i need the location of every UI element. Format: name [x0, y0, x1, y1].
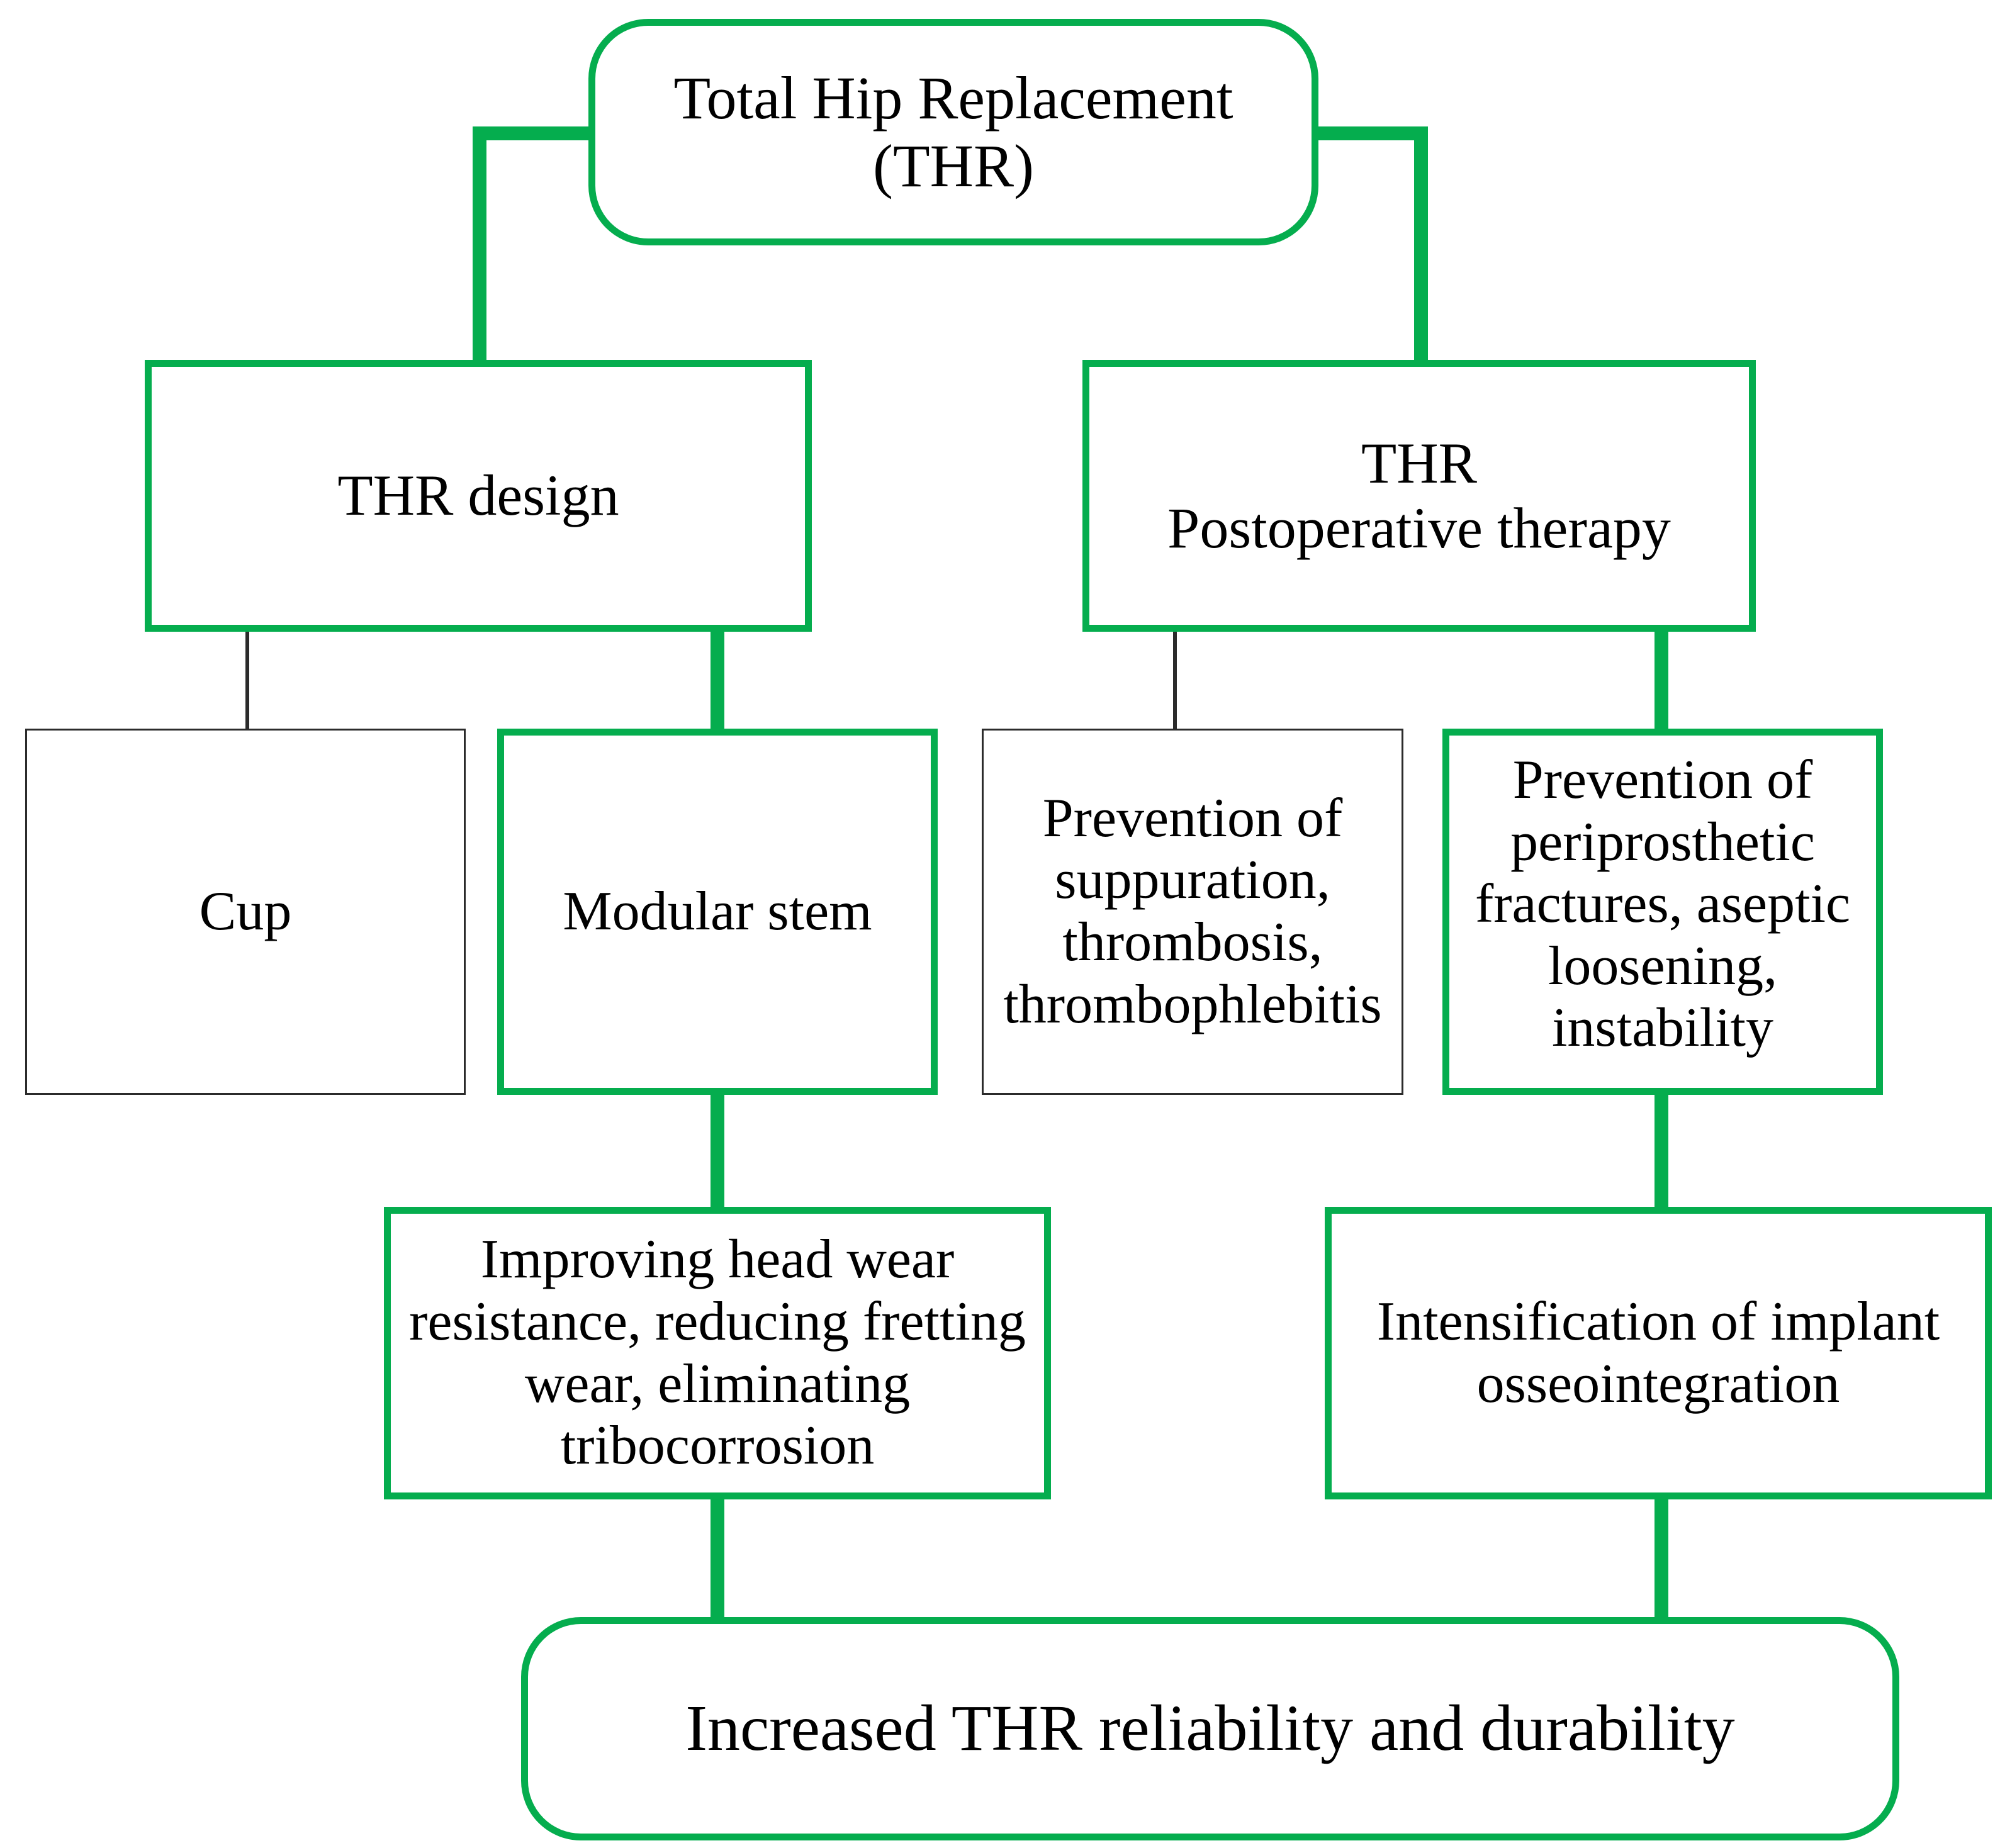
node-prevention-periprosthetic[interactable]: Prevention of periprosthetic fractures, … [1442, 729, 1883, 1095]
node-thr-design-label: THR design [337, 463, 619, 528]
node-thr-design[interactable]: THR design [145, 360, 812, 632]
node-prevention-suppuration[interactable]: Prevention of suppuration, thrombosis, t… [982, 729, 1403, 1095]
node-prevention-periprosthetic-label: Prevention of periprosthetic fractures, … [1475, 749, 1851, 1059]
node-root-label: Total Hip Replacement (THR) [673, 64, 1233, 199]
node-root-total-hip-replacement[interactable]: Total Hip Replacement (THR) [588, 19, 1318, 245]
node-outcome-label: Increased THR reliability and durability [685, 1692, 1735, 1765]
node-improving-head-wear[interactable]: Improving head wear resistance, reducing… [384, 1207, 1051, 1499]
node-intensification-osseointegration[interactable]: Intensification of implant osseointegrat… [1325, 1207, 1992, 1499]
node-improving-head-wear-label: Improving head wear resistance, reducing… [409, 1229, 1026, 1477]
node-outcome-increased-reliability[interactable]: Increased THR reliability and durability [521, 1617, 1899, 1840]
node-intensification-osseointegration-label: Intensification of implant osseointegrat… [1376, 1291, 1940, 1414]
node-thr-postoperative-therapy-label: THR Postoperative therapy [1167, 430, 1671, 560]
edge-root-to-thr-design [473, 126, 592, 365]
node-cup[interactable]: Cup [25, 729, 466, 1095]
node-thr-postoperative-therapy[interactable]: THR Postoperative therapy [1082, 360, 1756, 632]
node-modular-stem-label: Modular stem [563, 880, 872, 942]
edge-root-to-thr-postop [1315, 126, 1428, 365]
node-prevention-suppuration-label: Prevention of suppuration, thrombosis, t… [1003, 787, 1382, 1035]
node-cup-label: Cup [199, 880, 292, 942]
node-modular-stem[interactable]: Modular stem [497, 729, 938, 1095]
